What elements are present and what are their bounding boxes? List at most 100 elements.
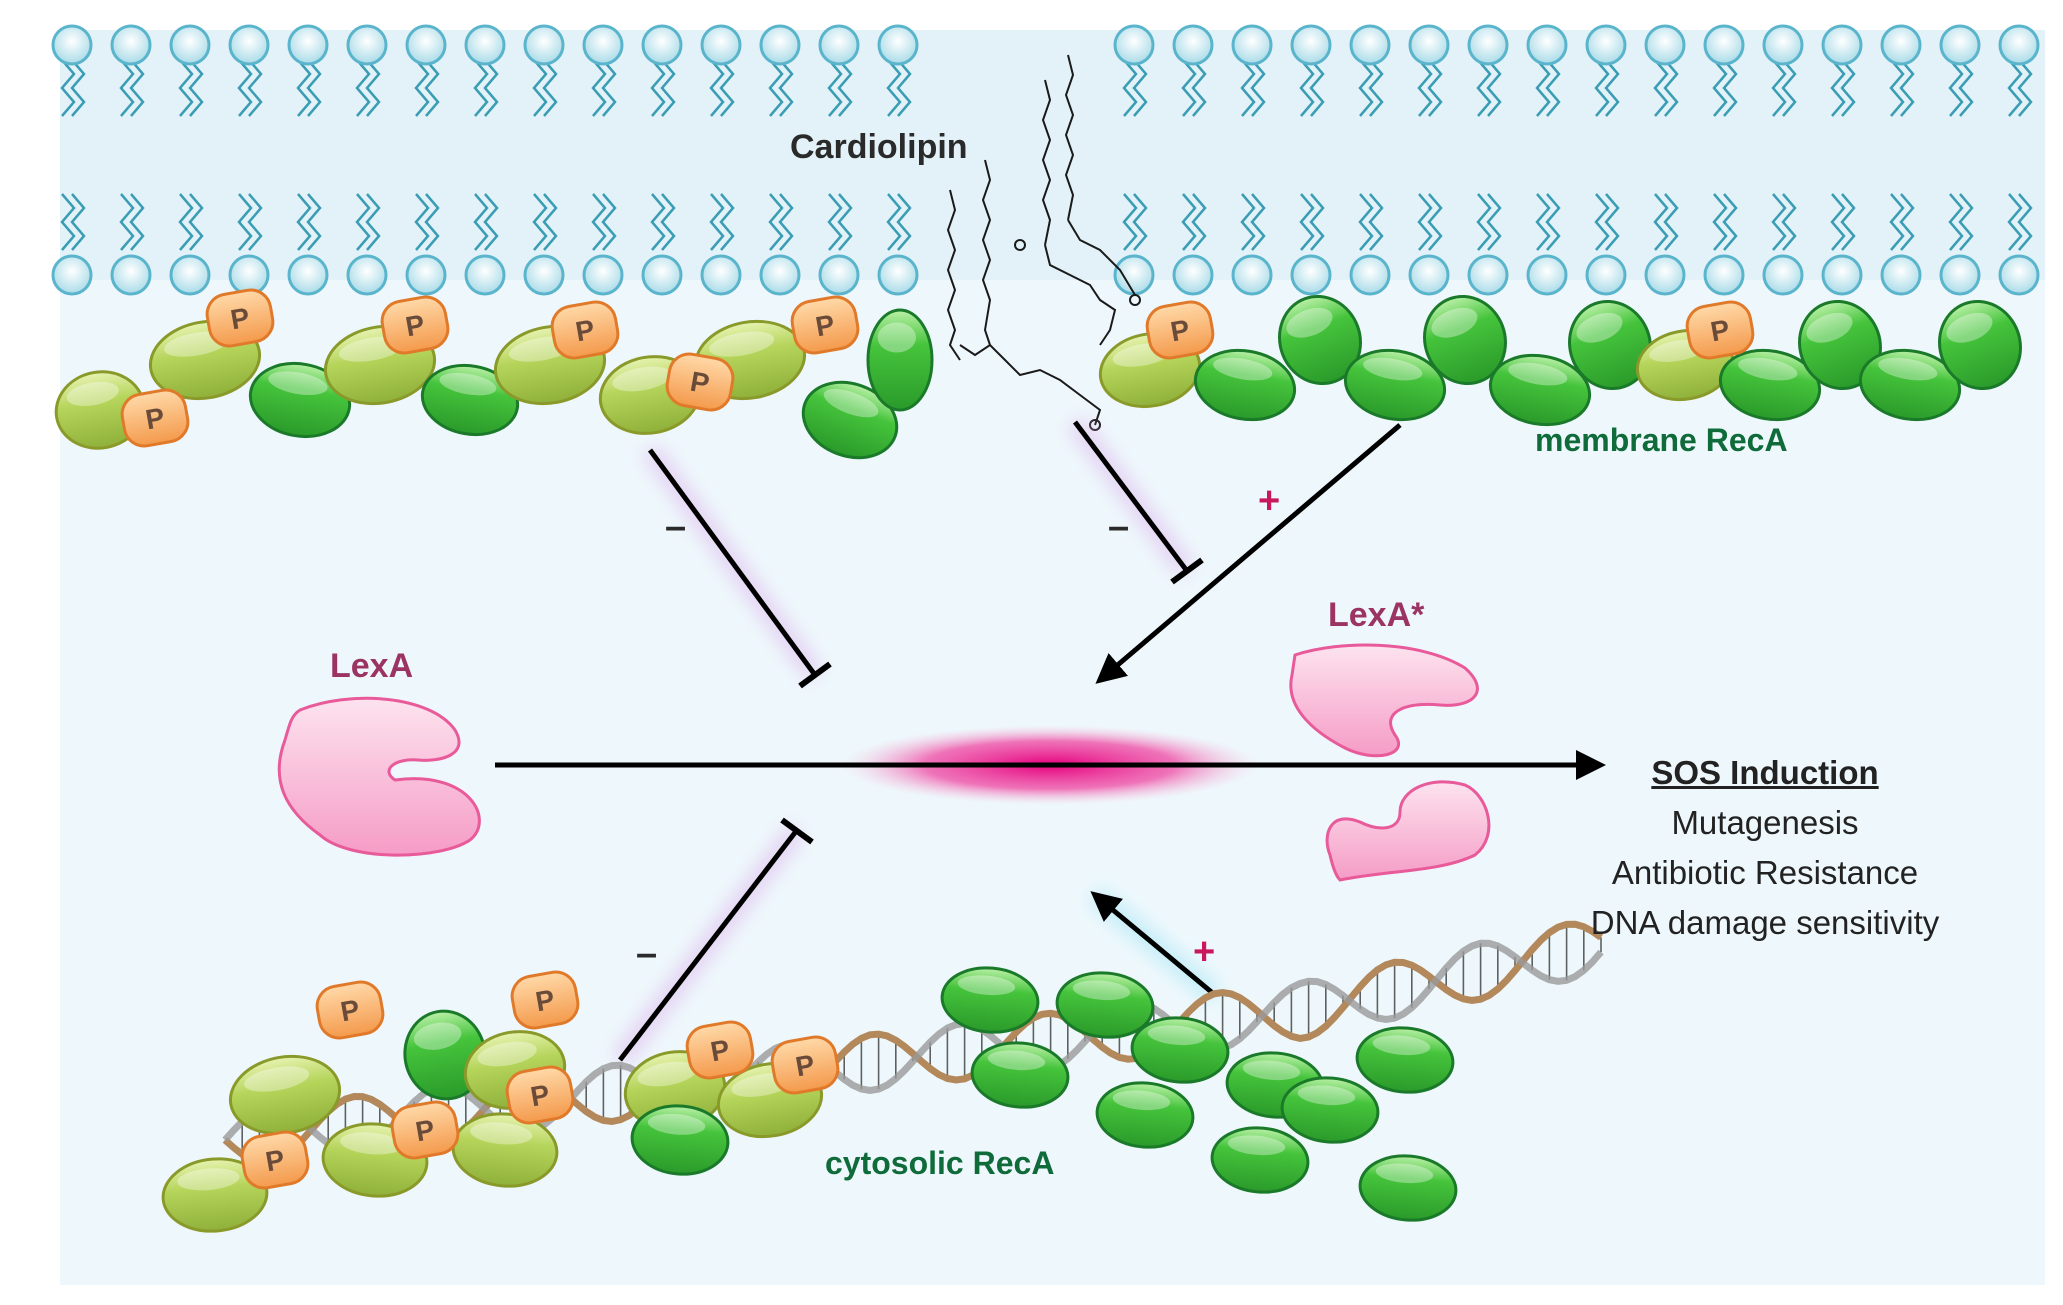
phosphate-group: P — [390, 1100, 460, 1160]
lipid-molecule — [1585, 24, 1627, 296]
svg-text:P: P — [1708, 314, 1732, 348]
lipid-molecule — [1998, 24, 2040, 296]
cardiolipin-label: Cardiolipin — [790, 128, 968, 166]
lipid-molecule — [1231, 24, 1273, 296]
phosphate-group: P — [790, 295, 860, 355]
reca-monomer — [970, 1041, 1070, 1109]
lipid-molecule — [877, 24, 919, 296]
phosphate-group: P — [380, 295, 450, 355]
reca-monomer — [248, 361, 352, 439]
reca-monomer — [1798, 299, 1882, 391]
inhibition-sign: – — [636, 933, 658, 975]
activation-sign: + — [1193, 931, 1216, 973]
lipid-molecule — [1290, 24, 1332, 296]
lexa-star-fragment-bottom — [1325, 780, 1491, 882]
phosphate-group: P — [120, 388, 190, 448]
lipid-molecule — [818, 24, 860, 296]
reca-monomer — [866, 308, 934, 412]
lipid-molecule — [523, 24, 565, 296]
lexa-star-label: LexA* — [1328, 596, 1425, 634]
lipid-molecule — [1762, 24, 1804, 296]
lipid-molecule — [1821, 24, 1863, 296]
reca-monomer — [1055, 971, 1155, 1039]
phosphate-group: P — [665, 352, 735, 412]
reca-monomer — [1130, 1016, 1230, 1084]
lipid-molecule — [405, 24, 447, 296]
reca-monomer — [801, 380, 899, 460]
outcome-item: Antibiotic Resistance — [1611, 854, 1919, 891]
cytosolic-reca-label: cytosolic RecA — [825, 1145, 1055, 1181]
phosphate-group: P — [550, 300, 620, 360]
phosphate-group: P — [1145, 300, 1215, 360]
reca-monomer — [1488, 353, 1592, 427]
svg-text:P: P — [708, 1034, 732, 1068]
reca-monomer — [1095, 1081, 1195, 1149]
lipid-molecule — [1939, 24, 1981, 296]
svg-text:P: P — [143, 402, 167, 436]
lipid-molecule — [228, 24, 270, 296]
reca-monomer — [420, 363, 520, 437]
svg-text:P: P — [263, 1144, 287, 1178]
phospho-reca-monomer — [161, 1157, 269, 1233]
reca-monomer — [1938, 299, 2022, 391]
inhibition-sign: – — [1108, 506, 1130, 548]
phosphate-group: P — [240, 1130, 310, 1190]
lipid-molecule — [1526, 24, 1568, 296]
reca-monomer — [1358, 1154, 1458, 1222]
phospho-reca-monomer — [228, 1054, 342, 1136]
lipid-molecule — [759, 24, 801, 296]
reca-monomer — [940, 966, 1040, 1034]
svg-text:P: P — [573, 314, 597, 348]
reca-monomer — [1193, 348, 1297, 422]
lipid-molecule — [464, 24, 506, 296]
phosphate-group: P — [205, 288, 275, 348]
lipid-molecule — [1644, 24, 1686, 296]
phospho-reca-monomer — [148, 319, 262, 401]
reca-monomer — [1210, 1126, 1310, 1194]
lipid-molecule — [1408, 24, 1450, 296]
lipid-bilayer — [51, 24, 2040, 296]
outcome-item: DNA damage sensitivity — [1590, 904, 1940, 941]
phosphate-group: P — [770, 1035, 840, 1095]
reca-monomer — [1278, 294, 1362, 386]
phosphate-group: P — [510, 970, 580, 1030]
inhibition-cytosolic-phospho — [612, 817, 814, 1067]
lipid-molecule — [1349, 24, 1391, 296]
reca-monomer — [1280, 1076, 1380, 1144]
lipid-molecule — [1703, 24, 1745, 296]
lexa-star-fragment-top — [1289, 643, 1479, 758]
membrane-reca-label: membrane RecA — [1535, 422, 1788, 458]
phosphate-group: P — [685, 1020, 755, 1080]
activation-membrane-reca — [1095, 423, 1402, 684]
reca-monomer — [1423, 294, 1507, 386]
svg-text:P: P — [533, 984, 557, 1018]
sos-induction-heading: SOS Induction — [1651, 754, 1879, 791]
outcome-item: Mutagenesis — [1671, 804, 1859, 841]
cardiolipin-structure — [946, 54, 1141, 431]
lipid-molecule — [110, 24, 152, 296]
svg-text:P: P — [228, 302, 252, 336]
lipid-molecule — [1172, 24, 1214, 296]
lexa-protein — [277, 696, 481, 857]
svg-text:P: P — [793, 1049, 817, 1083]
inhibition-sign: – — [665, 506, 687, 548]
lipid-molecule — [169, 24, 211, 296]
lipid-molecule — [641, 24, 683, 296]
inhibition-membrane-left — [641, 444, 832, 689]
svg-text:P: P — [1168, 314, 1192, 348]
lipid-molecule — [582, 24, 624, 296]
svg-text:P: P — [528, 1079, 552, 1113]
reca-monomer — [1568, 299, 1652, 391]
lipid-molecule — [1880, 24, 1922, 296]
lipid-molecule — [287, 24, 329, 296]
lipid-molecule — [1113, 24, 1155, 296]
lipid-molecule — [1467, 24, 1509, 296]
svg-text:P: P — [403, 309, 427, 343]
lipid-molecule — [700, 24, 742, 296]
reca-monomer — [1343, 348, 1447, 422]
phosphate-group: P — [505, 1065, 575, 1125]
